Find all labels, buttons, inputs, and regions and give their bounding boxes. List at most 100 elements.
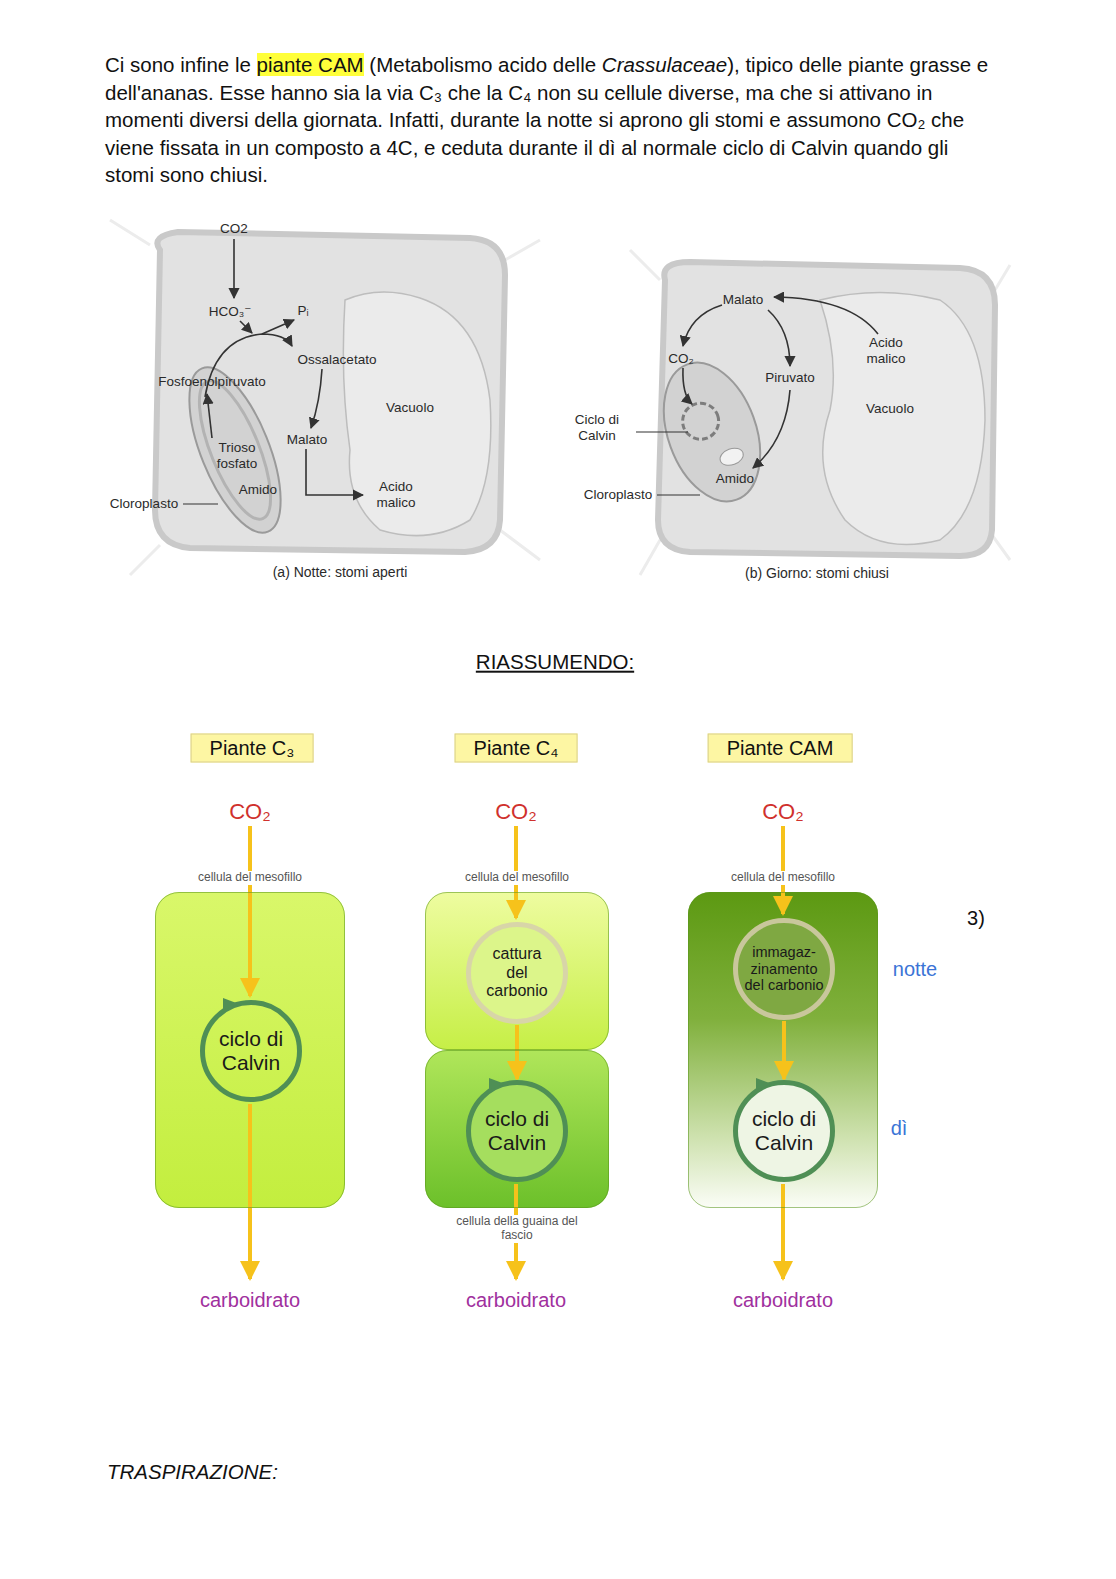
label-anchor: carboidrato xyxy=(466,1288,566,1312)
title-text: Piante CAM xyxy=(727,737,834,760)
output-label: carboidrato xyxy=(733,1288,833,1312)
title-box: Piante CAM xyxy=(708,734,853,763)
illustration-label: Piruvato xyxy=(765,370,815,386)
label-anchor: CO₂ xyxy=(762,799,804,825)
callout-number: 3) xyxy=(967,906,985,930)
label-anchor: notte xyxy=(893,957,937,981)
process-circle: cattura del carbonio xyxy=(466,922,568,1024)
title-text: Piante C₄ xyxy=(474,737,559,760)
section-heading: TRASPIRAZIONE: xyxy=(107,1460,278,1485)
illustration-label: Cloroplasto xyxy=(110,496,178,512)
vacuole-outline xyxy=(820,293,985,545)
label-anchor: Cloroplasto xyxy=(584,487,652,503)
label-anchor: carboidrato xyxy=(733,1288,833,1312)
circle-text: ciclo di Calvin xyxy=(742,1107,826,1155)
circle-text: cattura del carbonio xyxy=(480,945,554,1000)
italic-term: Crassulaceae xyxy=(602,53,727,76)
output-label: carboidrato xyxy=(466,1288,566,1312)
output-label: carboidrato xyxy=(200,1288,300,1312)
illustration-label: Ossalacetato xyxy=(298,352,377,368)
cell-box: cellula del mesofillocattura del carboni… xyxy=(425,892,609,1050)
label-anchor: (b) Giorno: stomi chiusi xyxy=(745,565,889,582)
cell-heading: cellula del mesofillo xyxy=(462,871,572,885)
illustration-label: Acido malico xyxy=(366,479,426,511)
highlighted-term: piante CAM xyxy=(257,53,364,76)
illustration-label: Malato xyxy=(723,292,764,308)
cell-heading: cellula del mesofillo xyxy=(728,871,838,885)
label-anchor: Vacuolo xyxy=(386,400,434,416)
leader-lines xyxy=(183,432,700,504)
pathway-arrows xyxy=(205,239,878,495)
label-anchor: Acido malico xyxy=(366,479,426,511)
illustration-label: Malato xyxy=(287,432,328,448)
illustration-label: Acido malico xyxy=(856,335,916,367)
illustration-label: Ciclo di Calvin xyxy=(564,412,630,444)
label-anchor: Piruvato xyxy=(765,370,815,386)
circle-text: immagaz- zinamento del carbonio xyxy=(739,944,829,994)
cycle-arrowhead xyxy=(487,1076,507,1092)
cell-box: cellula della guaina del fasciociclo di … xyxy=(425,1050,609,1208)
illustration-label: Trioso fosfato xyxy=(208,440,266,472)
process-circle: ciclo di Calvin xyxy=(466,1080,568,1182)
cycle-arrowhead xyxy=(221,996,241,1012)
label-anchor: Malato xyxy=(287,432,328,448)
paragraph-text: (Metabolismo acido delle xyxy=(364,53,602,76)
process-circle: ciclo di Calvin xyxy=(200,1000,302,1102)
illustration-label: Amido xyxy=(716,471,754,487)
phase-label: dì xyxy=(891,1116,908,1140)
label-anchor: Malato xyxy=(723,292,764,308)
cell-heading: cellula della guaina del fascio xyxy=(444,1215,590,1243)
illustration-label: Amido xyxy=(239,482,277,498)
label-anchor: carboidrato xyxy=(200,1288,300,1312)
circle-text: ciclo di Calvin xyxy=(209,1027,293,1075)
cycle-arrowhead xyxy=(754,1076,774,1092)
label-anchor: RIASSUMENDO: xyxy=(476,650,634,675)
title-text: Piante C₃ xyxy=(210,737,295,760)
label-anchor: Trioso fosfato xyxy=(208,440,266,472)
paragraph-block: Ci sono infine le piante CAM (Metabolism… xyxy=(105,51,997,189)
illustration-label: (a) Notte: stomi aperti xyxy=(273,564,408,581)
illustration-label: Cloroplasto xyxy=(584,487,652,503)
circle-text: ciclo di Calvin xyxy=(475,1107,559,1155)
title-box: Piante C₄ xyxy=(455,734,578,763)
label-anchor: Acido malico xyxy=(856,335,916,367)
vacuole-outline xyxy=(343,292,491,536)
flow-arrows xyxy=(250,826,783,1279)
illustration-label: CO₂ xyxy=(668,351,694,367)
illustration-label: HCO₃⁻ xyxy=(209,304,252,320)
flow-connector xyxy=(782,1021,786,1079)
illustration-label: CO2 xyxy=(220,221,248,237)
label-anchor: Cloroplasto xyxy=(110,496,178,512)
process-circle: ciclo di Calvin xyxy=(733,1080,835,1182)
label-anchor: Vacuolo xyxy=(866,401,914,417)
label-anchor: 3) xyxy=(967,906,985,930)
label-anchor: CO₂ xyxy=(668,351,694,367)
cell-box: cellula del mesofilloimmagaz- zinamento … xyxy=(688,892,878,1208)
cell-box: cellula del mesofillociclo di Calvin xyxy=(155,892,345,1208)
input-label: CO₂ xyxy=(762,799,804,825)
illustration-label: Pᵢ xyxy=(297,303,308,319)
label-anchor: CO2 xyxy=(220,221,248,237)
flow-connector xyxy=(515,1025,519,1079)
label-anchor: Amido xyxy=(716,471,754,487)
input-label: CO₂ xyxy=(229,799,271,825)
illustration-label: Fosfoenolpiruvato xyxy=(158,374,265,390)
label-anchor: Amido xyxy=(239,482,277,498)
phase-label: notte xyxy=(893,957,937,981)
title-box: Piante C₃ xyxy=(191,734,314,763)
label-anchor: Fosfoenolpiruvato xyxy=(158,374,265,390)
label-anchor: CO₂ xyxy=(229,799,271,825)
illustration-label: Vacuolo xyxy=(866,401,914,417)
illustration-label: (b) Giorno: stomi chiusi xyxy=(745,565,889,582)
process-circle: immagaz- zinamento del carbonio xyxy=(733,918,835,1020)
label-anchor: Ciclo di Calvin xyxy=(564,412,630,444)
label-anchor: TRASPIRAZIONE: xyxy=(107,1460,278,1485)
cell-heading: cellula del mesofillo xyxy=(195,871,305,885)
cell-outline xyxy=(155,232,505,552)
label-anchor: (a) Notte: stomi aperti xyxy=(273,564,408,581)
input-label: CO₂ xyxy=(495,799,537,825)
section-heading: RIASSUMENDO: xyxy=(476,650,634,675)
